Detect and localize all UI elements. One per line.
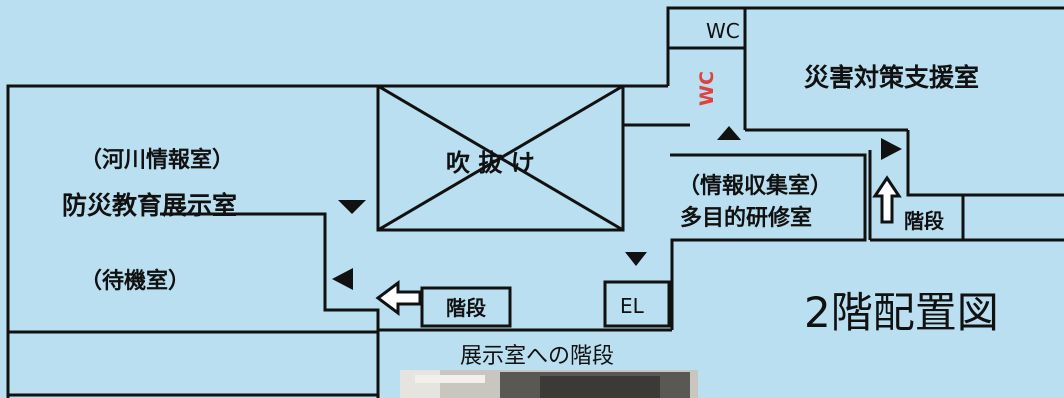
floor-plan-title: 2階配置図 — [804, 288, 999, 337]
wc-vertical-label: WC — [696, 71, 718, 106]
triangle-down-icon — [625, 252, 647, 266]
triangle-left-icon — [332, 268, 353, 290]
walls — [6, 6, 1064, 398]
triangle-down-icon — [338, 200, 366, 214]
atrium-label: 吹 抜 け — [446, 149, 535, 177]
triangle-up-icon — [717, 126, 741, 140]
arrow-left-icon — [375, 280, 422, 316]
info-collection-room-label: （情報収集室） — [678, 173, 832, 199]
river-info-room-label: （河川情報室） — [80, 147, 234, 173]
disaster-support-room-label: 災害対策支援室 — [804, 63, 979, 92]
elevator-label: EL — [620, 294, 645, 318]
arrow-up-icon — [872, 175, 902, 224]
waiting-room-label: （待機室） — [80, 268, 190, 294]
wc-label: WC — [706, 19, 740, 43]
triangle-right-icon — [881, 138, 902, 160]
stairs-left-label: 階段 — [446, 296, 486, 320]
multipurpose-room-label: 多目的研修室 — [680, 205, 812, 231]
disaster-education-room-label: 防災教育展示室 — [62, 191, 237, 220]
stairs-photo-thumbnail — [400, 370, 698, 398]
stairs-to-exhibit-label: 展示室への階段 — [460, 344, 614, 369]
stairs-right-label: 階段 — [904, 209, 944, 233]
